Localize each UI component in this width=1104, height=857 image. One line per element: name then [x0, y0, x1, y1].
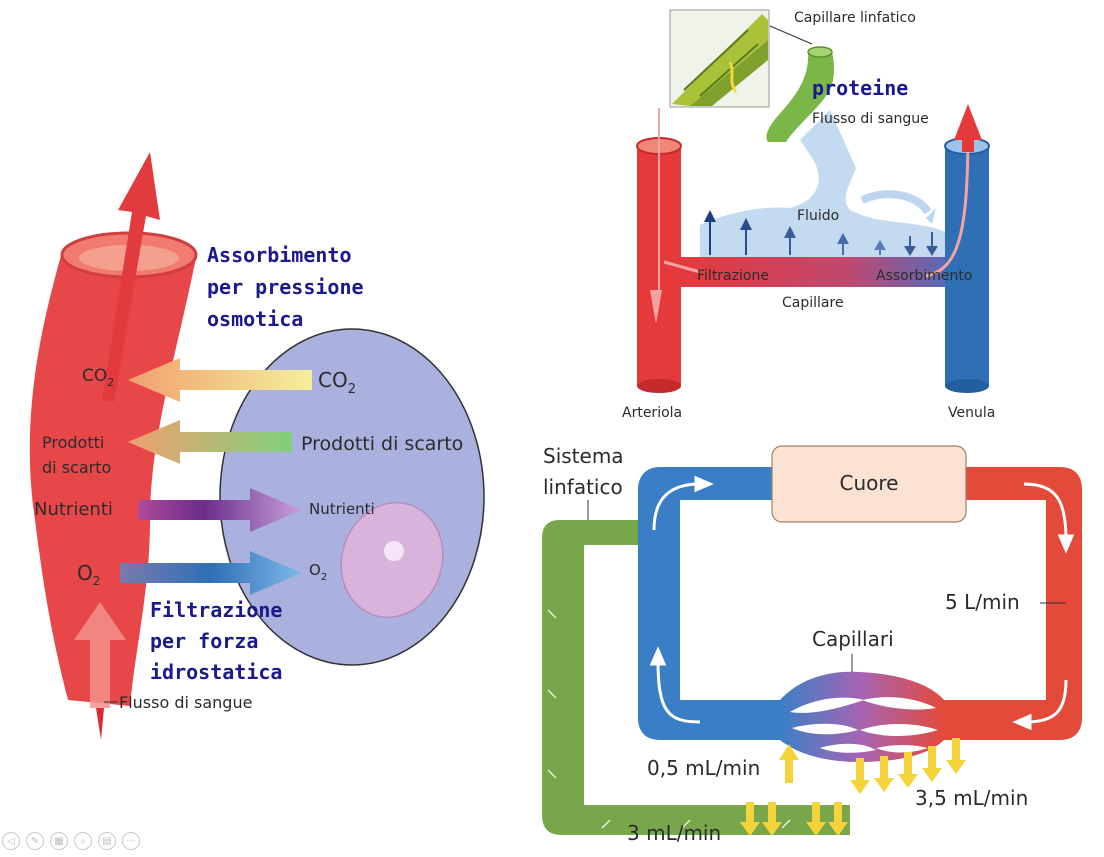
cell-co2-label: CO2: [318, 368, 356, 397]
circulation-diagram: Cuore Sistema linfatico 5 L/min: [542, 444, 1082, 845]
left-panel: CO2 Prodotti di scarto Nutrienti O2 CO2 …: [29, 152, 485, 740]
fluid-curve-head: [926, 208, 936, 224]
venule-label: Venula: [948, 405, 995, 421]
capillary: [680, 257, 960, 287]
more-options-icon[interactable]: ···: [122, 832, 140, 850]
flow-5-label: 5 L/min: [945, 590, 1020, 614]
lymph-capillary-tube: [766, 52, 834, 142]
inflow-arrow: [74, 602, 126, 708]
zoom-icon[interactable]: ⌕: [74, 832, 92, 850]
filtration-arrows: [704, 210, 886, 255]
lymph-tube-opening: [807, 46, 833, 58]
capillary-label: Capillare: [782, 295, 844, 311]
vessel-co2-label: CO2: [82, 366, 114, 389]
nucleolus: [384, 541, 404, 561]
absorption-arrows: [904, 232, 938, 256]
cell-waste-label: Prodotti di scarto: [301, 433, 463, 455]
flow-3-label: 3 mL/min: [627, 821, 721, 845]
arteriole-label: Arteriola: [622, 405, 682, 421]
heart-box: [771, 445, 967, 523]
filtration-note: Filtrazione per forza idrostatica: [150, 598, 295, 684]
top-right-diagram: Capillare linfatico: [622, 9, 995, 421]
vessel-nutrients-label: Nutrienti: [34, 499, 113, 520]
arterial-circuit: [940, 467, 1082, 740]
flow-35-label: 3,5 mL/min: [915, 786, 1028, 810]
filtration-yellow-arrows: [740, 738, 966, 836]
vessel-flow-arrow: [102, 152, 160, 402]
cell-nutrients-label: Nutrienti: [309, 500, 375, 518]
back-button[interactable]: ◁: [2, 832, 20, 850]
lymph-leader: [769, 25, 813, 45]
subtitles-icon[interactable]: ▤: [98, 832, 116, 850]
pen-icon[interactable]: ✎: [26, 832, 44, 850]
absorption-note: Assorbimento per pressione osmotica: [207, 243, 376, 331]
cell-o2-label: O2: [309, 561, 327, 583]
vessel-waste-label-2: di scarto: [42, 458, 111, 477]
waste-arrow: [128, 420, 292, 464]
venous-circuit: [638, 467, 790, 740]
co2-arrow: [128, 358, 312, 402]
heart-label: Cuore: [840, 471, 899, 495]
vessel-o2-label: O2: [77, 561, 100, 588]
proteins-note: proteine: [812, 76, 908, 100]
blood-vessel: [29, 252, 196, 706]
capillary-gaps: [790, 697, 938, 753]
slides-icon[interactable]: ▦: [50, 832, 68, 850]
lymphatic-vessel: [542, 520, 850, 835]
vessel-waste-label-1: Prodotti: [42, 433, 104, 452]
flow-direction-arrows: [649, 475, 1075, 731]
o2-arrow: [120, 551, 302, 595]
absorption-label: Assorbimento: [876, 268, 972, 284]
top-blood-flow-label: Flusso di sangue: [812, 111, 929, 127]
capillary-network: [780, 671, 944, 762]
nutrients-arrow: [138, 488, 302, 532]
fluid-label: Fluido: [797, 208, 839, 224]
venule-outflow-arrow: [954, 104, 982, 152]
flow-05-label: 0,5 mL/min: [647, 756, 760, 780]
capillaries-label: Capillari: [812, 627, 894, 651]
blood-flow-label: Flusso di sangue: [119, 693, 252, 712]
interstitial-fluid: [700, 110, 945, 262]
lymph-capillary-label: Capillare linfatico: [794, 10, 916, 26]
inflow-tail: [96, 708, 104, 740]
filtration-label: Filtrazione: [697, 268, 769, 284]
presentation-toolbar: ◁ ✎ ▦ ⌕ ▤ ···: [2, 832, 140, 850]
lymph-inset: [669, 9, 770, 108]
lymph-system-label: Sistema linfatico: [543, 444, 630, 499]
fluid-curve: [860, 190, 932, 215]
